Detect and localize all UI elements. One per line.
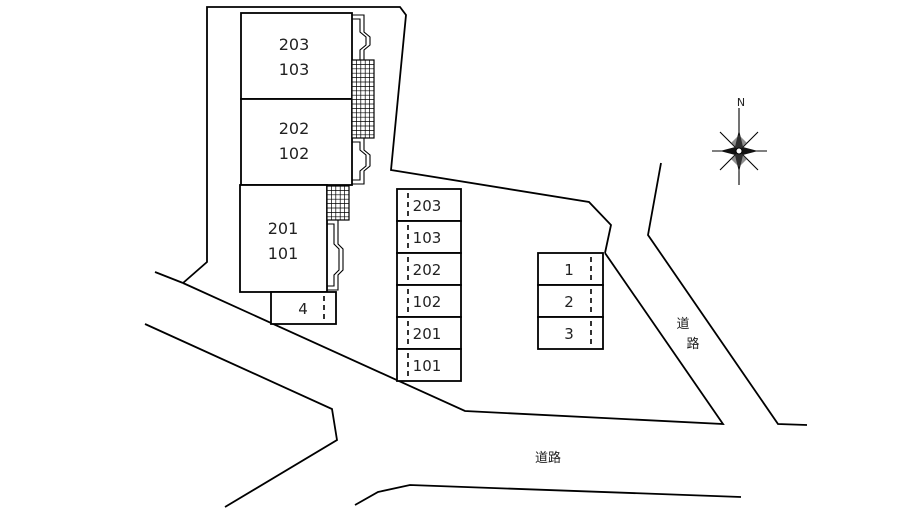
right-slot-1: 1: [537, 252, 604, 286]
unit-label-101: 101: [268, 244, 299, 263]
center-slot-202: 202: [396, 252, 462, 286]
center-slot-102: 102: [396, 284, 462, 318]
road-label-right-2: 路: [686, 336, 699, 352]
unit-label-102: 102: [279, 144, 310, 163]
road-label-right-1: 道: [676, 317, 689, 332]
center-slot-label: 103: [413, 229, 442, 247]
center-parking: 203 103 202 102 201 101: [396, 188, 462, 382]
right-parking: 1 2 3: [537, 252, 604, 350]
unit-label-202: 202: [279, 119, 310, 138]
center-slot-label: 202: [413, 261, 442, 279]
stair-grid-lower: [326, 185, 350, 221]
road-edges: [144, 162, 808, 508]
center-slot-101: 101: [396, 348, 462, 382]
site-boundary: [182, 6, 725, 425]
parking-slot-4: 4: [270, 291, 337, 325]
unit-label-203: 203: [279, 35, 310, 54]
unit-block-202-102: [240, 98, 353, 186]
road-label-bottom: 道路: [535, 450, 561, 466]
center-slot-201: 201: [396, 316, 462, 350]
right-slot-3: 3: [537, 316, 604, 350]
center-slot-203: 203: [396, 188, 462, 222]
center-slot-label: 102: [413, 293, 442, 311]
compass-north-label: N: [737, 96, 745, 109]
center-slot-label: 203: [413, 197, 442, 215]
right-slot-2: 2: [537, 284, 604, 318]
right-slot-label: 3: [564, 325, 574, 343]
building: 203 103 202 102 201 101: [239, 12, 375, 293]
right-slot-label: 1: [564, 261, 574, 279]
slot-label-4: 4: [298, 300, 308, 318]
unit-block-201-101: [239, 184, 328, 293]
unit-label-201: 201: [268, 219, 299, 238]
unit-block-203-103: [240, 12, 353, 100]
right-slot-label: 2: [564, 293, 574, 311]
compass-icon: N: [712, 96, 767, 185]
unit-label-103: 103: [279, 60, 310, 79]
center-slot-label: 101: [413, 357, 442, 375]
stair-grid-upper: [351, 59, 375, 139]
center-slot-103: 103: [396, 220, 462, 254]
center-slot-label: 201: [413, 325, 442, 343]
